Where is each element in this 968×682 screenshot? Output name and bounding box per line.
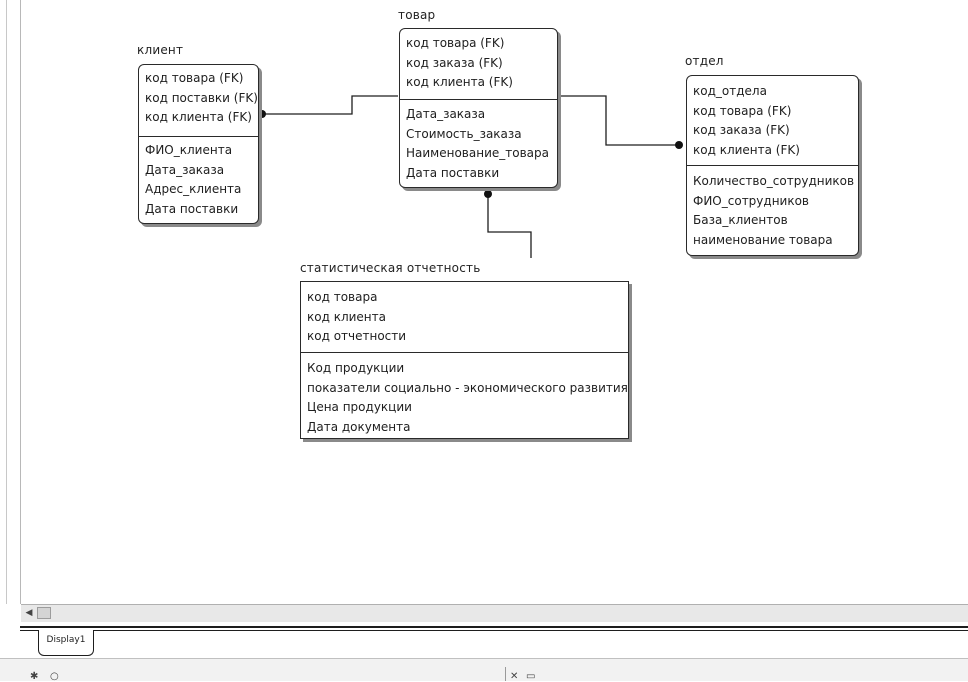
attribute-section: Код продукции показатели социально - эко…: [301, 355, 628, 441]
key-divider: [400, 99, 557, 100]
attribute-field: Дата_заказа: [406, 107, 486, 121]
horizontal-scrollbar[interactable]: ◀: [21, 604, 968, 624]
key-field: код товара (FK): [145, 71, 244, 85]
attribute-field: Количество_сотрудников: [693, 174, 855, 188]
attribute-section: Количество_сотрудников ФИО_сотрудников Б…: [687, 168, 858, 254]
status-bar: ✱ ○ ✕ ▭: [0, 658, 968, 682]
attribute-field: Наименование_товара: [406, 146, 549, 160]
scroll-left-icon[interactable]: ◀: [25, 608, 33, 618]
key-field: код товара (FK): [406, 36, 505, 50]
left-gutter: [0, 0, 21, 604]
entity-box[interactable]: код товара код клиента код отчетности Ко…: [300, 281, 629, 439]
status-separator: [505, 667, 506, 681]
entity-title: отдел: [685, 54, 724, 68]
scrollbar-thumb[interactable]: [37, 607, 51, 619]
key-field: код клиента (FK): [406, 75, 513, 89]
attribute-field: Код продукции: [307, 361, 405, 375]
attribute-section: ФИО_клиента Дата_заказа Адрес_клиента Да…: [139, 137, 258, 223]
close-icon[interactable]: ✕: [510, 671, 519, 682]
entity-title: статистическая отчетность: [300, 261, 481, 275]
key-section: код товара (FK) код поставки (FK) код кл…: [139, 65, 258, 132]
key-field: код отчетности: [307, 329, 407, 343]
tab-display1[interactable]: Display1: [38, 630, 94, 656]
attribute-field: Дата поставки: [145, 201, 239, 216]
key-divider: [687, 165, 858, 166]
key-field: код клиента (FK): [145, 110, 252, 124]
key-field: код клиента (FK): [693, 142, 800, 157]
toolbar-icon[interactable]: ○: [50, 671, 59, 682]
key-field: код заказа (FK): [406, 55, 503, 70]
entity-box[interactable]: код товара (FK) код заказа (FK) код клие…: [399, 28, 558, 188]
tab-strip-rule: [20, 630, 968, 631]
entity-title: товар: [398, 8, 436, 22]
entity-box[interactable]: код_отдела код товара (FK) код заказа (F…: [686, 75, 859, 256]
key-field: код клиента: [307, 309, 386, 324]
entity-box[interactable]: код товара (FK) код поставки (FK) код кл…: [138, 64, 259, 224]
attribute-field: Цена продукции: [307, 400, 412, 414]
attribute-field: ФИО_клиента: [145, 143, 233, 157]
attribute-field: Стоимость_заказа: [406, 126, 522, 141]
key-field: код_отдела: [693, 84, 767, 98]
attribute-field: показатели социально - экономического ра…: [307, 380, 628, 395]
key-section: код товара (FK) код заказа (FK) код клие…: [400, 30, 557, 97]
attribute-field: Адрес_клиента: [145, 182, 242, 196]
key-section: код товара код клиента код отчетности: [301, 284, 628, 351]
attribute-field: Дата документа: [307, 419, 411, 434]
attribute-field: Дата_заказа: [145, 162, 225, 177]
attribute-field: наименование товара: [693, 232, 833, 247]
key-divider: [301, 352, 628, 353]
attribute-field: ФИО_сотрудников: [693, 193, 810, 208]
tab-strip-rule: [20, 626, 968, 628]
attribute-field: Дата поставки: [406, 165, 500, 180]
key-field: код товара (FK): [693, 103, 792, 118]
key-divider: [139, 136, 258, 137]
attribute-field: База_клиентов: [693, 213, 788, 227]
attribute-section: Дата_заказа Стоимость_заказа Наименовани…: [400, 101, 557, 187]
entity-title: клиент: [137, 43, 184, 57]
toolbar-icon[interactable]: ▭: [526, 671, 536, 682]
tab-strip: Display1: [0, 622, 968, 658]
key-section: код_отдела код товара (FK) код заказа (F…: [687, 78, 858, 164]
key-field: код товара: [307, 290, 378, 304]
toolbar-icon[interactable]: ✱: [30, 671, 39, 682]
key-field: код поставки (FK): [145, 90, 258, 105]
key-field: код заказа (FK): [693, 123, 790, 137]
